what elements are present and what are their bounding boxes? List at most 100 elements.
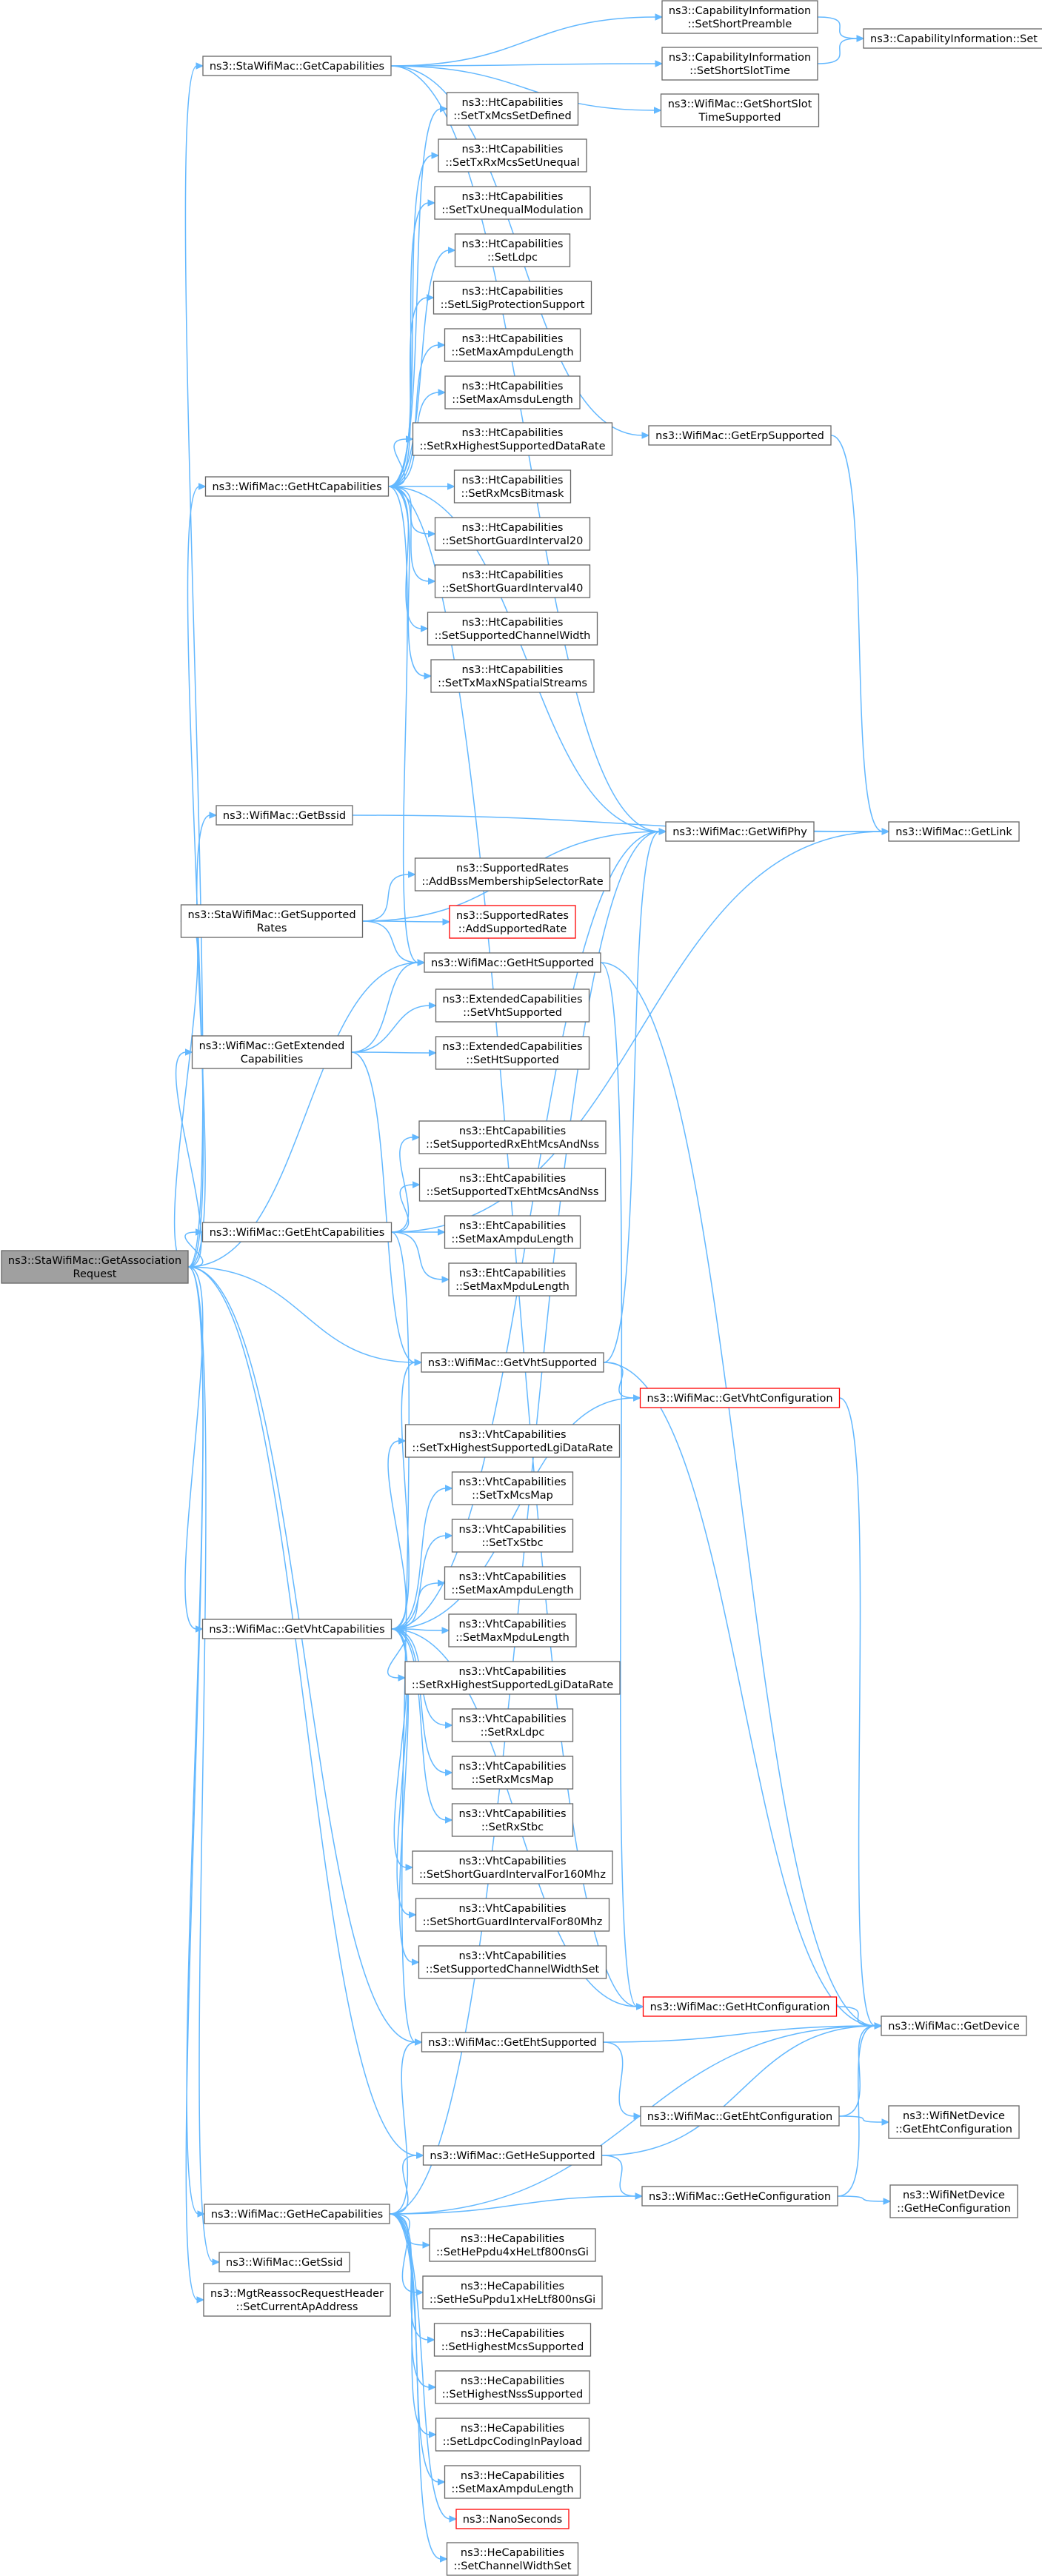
edge-arrowhead — [412, 1134, 421, 1141]
node-vhtRxHighest[interactable]: ns3::VhtCapabilities::SetRxHighestSuppor… — [404, 1661, 621, 1695]
node-label: ::SetShortSlotTime — [689, 65, 790, 77]
node-getVhtSup[interactable]: ns3::WifiMac::GetVhtSupported — [421, 1352, 604, 1373]
node-capSetShortPre[interactable]: ns3::CapabilityInformation::SetShortPrea… — [661, 0, 818, 34]
node-getBssid[interactable]: ns3::WifiMac::GetBssid — [216, 805, 353, 826]
node-htMaxAmsdu[interactable]: ns3::HtCapabilities::SetMaxAmsduLength — [444, 375, 581, 409]
node-srAddBss[interactable]: ns3::SupportedRates::AddBssMembershipSel… — [414, 857, 611, 891]
edge-arrowhead — [422, 2241, 431, 2249]
node-label: ns3::WifiMac::GetErpSupported — [655, 430, 824, 442]
node-label: ns3::HtCapabilities — [462, 427, 564, 439]
edge-arrowhead — [398, 1674, 407, 1682]
edge-getHeCaps-to-heChWidth — [389, 2213, 441, 2560]
node-vhtSgi160[interactable]: ns3::VhtCapabilities::SetShortGuardInter… — [412, 1850, 613, 1884]
node-label: ns3::StaWifiMac::GetAssociation — [8, 1255, 181, 1267]
node-vhtRxMcs[interactable]: ns3::VhtCapabilities::SetRxMcsMap — [451, 1756, 574, 1790]
node-ehtAmpdu[interactable]: ns3::EhtCapabilities::SetMaxAmpduLength — [444, 1215, 581, 1249]
node-getHeConf[interactable]: ns3::WifiMac::GetHeConfiguration — [641, 2186, 838, 2207]
node-label: ns3::HeCapabilities — [461, 2547, 564, 2559]
edge-getHtSup-to-getHtConf — [600, 962, 638, 2007]
edge-getVhtCaps-to-vhtChWidth — [391, 1628, 413, 1963]
node-getSsid[interactable]: ns3::WifiMac::GetSsid — [218, 2252, 350, 2272]
node-htTxMaxNss[interactable]: ns3::HtCapabilities::SetTxMaxNSpatialStr… — [430, 659, 595, 693]
node-label: ns3::HtCapabilities — [462, 475, 564, 486]
node-heHePpdu[interactable]: ns3::HeCapabilities::SetHePpdu4xHeLtf800… — [429, 2228, 596, 2262]
node-htTxMcsDef[interactable]: ns3::HtCapabilities::SetTxMcsSetDefined — [446, 92, 579, 126]
node-vhtAmpdu[interactable]: ns3::VhtCapabilities::SetMaxAmpduLength — [444, 1566, 581, 1600]
edge-arrowhead — [654, 107, 662, 114]
node-box — [648, 425, 832, 446]
node-heMcs[interactable]: ns3::HeCapabilities::SetHighestMcsSuppor… — [433, 2323, 592, 2357]
node-vhtRxStbc[interactable]: ns3::VhtCapabilities::SetRxStbc — [451, 1803, 574, 1837]
node-htTxRxUneq[interactable]: ns3::HtCapabilities::SetTxRxMcsSetUnequa… — [438, 138, 587, 173]
node-vhtRxLdpc[interactable]: ns3::VhtCapabilities::SetRxLdpc — [451, 1708, 574, 1742]
node-label: ns3::WifiNetDevice — [903, 2110, 1005, 2122]
node-getLink[interactable]: ns3::WifiMac::GetLink — [888, 821, 1020, 842]
node-getHtSup[interactable]: ns3::WifiMac::GetHtSupported — [424, 952, 601, 973]
edge-root-to-getCaps — [184, 65, 204, 1268]
node-box — [881, 2015, 1027, 2036]
edge-arrowhead — [635, 2192, 644, 2200]
node-setCurAp[interactable]: ns3::MgtReassocRequestHeader::SetCurrent… — [203, 2283, 391, 2317]
node-getEhtConf[interactable]: ns3::WifiMac::GetEhtConfiguration — [640, 2106, 840, 2127]
node-capSetShortSlot[interactable]: ns3::CapabilityInformation::SetShortSlot… — [661, 47, 818, 81]
node-htRxBitmask[interactable]: ns3::HtCapabilities::SetRxMcsBitmask — [453, 469, 572, 504]
node-getHeCaps[interactable]: ns3::WifiMac::GetHeCapabilities — [204, 2204, 390, 2224]
node-label: Rates — [257, 923, 287, 934]
node-heChWidth[interactable]: ns3::HeCapabilities::SetChannelWidthSet — [446, 2542, 579, 2576]
node-box — [451, 1471, 574, 1505]
node-getVhtCaps[interactable]: ns3::WifiMac::GetVhtCapabilities — [201, 1619, 393, 1639]
node-htMaxAmpdu[interactable]: ns3::HtCapabilities::SetMaxAmpduLength — [444, 328, 581, 362]
edge-arrowhead — [636, 2003, 644, 2010]
node-vhtTxHighest[interactable]: ns3::VhtCapabilities::SetTxHighestSuppor… — [404, 1424, 621, 1458]
node-getHtConf[interactable]: ns3::WifiMac::GetHtConfiguration — [642, 1996, 838, 2017]
node-htLSig[interactable]: ns3::HtCapabilities::SetLSigProtectionSu… — [433, 281, 592, 315]
node-getEhtSup[interactable]: ns3::WifiMac::GetEhtSupported — [421, 2032, 604, 2053]
node-getHtCaps[interactable]: ns3::WifiMac::GetHtCapabilities — [204, 476, 390, 497]
node-ndHeConf[interactable]: ns3::WifiNetDevice::GetHeConfiguration — [889, 2184, 1018, 2218]
node-heLdpc[interactable]: ns3::HeCapabilities::SetLdpcCodingInPayl… — [435, 2418, 590, 2452]
node-heAmpdu[interactable]: ns3::HeCapabilities::SetMaxAmpduLength — [444, 2465, 581, 2499]
node-label: ::SetRxHighestSupportedLgiDataRate — [412, 1679, 613, 1691]
edge-getEhtSup-to-getDevice — [603, 2025, 876, 2043]
node-getErp[interactable]: ns3::WifiMac::GetErpSupported — [648, 425, 832, 446]
node-heHeSu[interactable]: ns3::HeCapabilities::SetHeSuPpdu1xHeLtf8… — [422, 2275, 603, 2309]
node-vhtTxStbc[interactable]: ns3::VhtCapabilities::SetTxStbc — [451, 1519, 574, 1553]
node-getCaps[interactable]: ns3::StaWifiMac::GetCapabilities — [202, 56, 392, 76]
node-getHeSup[interactable]: ns3::WifiMac::GetHeSupported — [422, 2145, 603, 2166]
node-vhtTxMcs[interactable]: ns3::VhtCapabilities::SetTxMcsMap — [451, 1471, 574, 1505]
node-getWifiPhy[interactable]: ns3::WifiMac::GetWifiPhy — [665, 821, 815, 842]
node-box — [415, 1898, 610, 1932]
node-label: ns3::WifiMac::GetWifiPhy — [672, 826, 807, 838]
node-ehtRx[interactable]: ns3::EhtCapabilities::SetSupportedRxEhtM… — [418, 1120, 607, 1154]
node-heNss[interactable]: ns3::HeCapabilities::SetHighestNssSuppor… — [435, 2370, 590, 2404]
node-htChWidth[interactable]: ns3::HtCapabilities::SetSupportedChannel… — [427, 612, 598, 646]
edge-arrowhead — [414, 1359, 423, 1366]
edge-arrowhead — [655, 13, 664, 21]
node-htSgi40[interactable]: ns3::HtCapabilities::SetShortGuardInterv… — [434, 564, 591, 598]
node-nanoSec[interactable]: ns3::NanoSeconds — [455, 2509, 570, 2529]
node-vhtChWidth[interactable]: ns3::VhtCapabilities::SetSupportedChanne… — [418, 1945, 607, 1979]
node-vhtSgi80[interactable]: ns3::VhtCapabilities::SetShortGuardInter… — [415, 1898, 610, 1932]
edge-root-to-getHtCaps — [187, 486, 204, 1268]
node-extVht[interactable]: ns3::ExtendedCapabilities::SetVhtSupport… — [435, 988, 590, 1023]
node-getVhtConf[interactable]: ns3::WifiMac::GetVhtConfiguration — [639, 1388, 841, 1408]
node-getEhtCaps[interactable]: ns3::WifiMac::GetEhtCapabilities — [201, 1222, 393, 1242]
node-label: ::SetMaxMpduLength — [455, 1281, 570, 1293]
node-ehtTx[interactable]: ns3::EhtCapabilities::SetSupportedTxEhtM… — [418, 1168, 607, 1202]
node-ndEhtConf[interactable]: ns3::WifiNetDevice::GetEhtConfiguration — [888, 2105, 1020, 2139]
node-htLdpc[interactable]: ns3::HtCapabilities::SetLdpc — [454, 233, 571, 267]
node-getDevice[interactable]: ns3::WifiMac::GetDevice — [881, 2015, 1027, 2036]
node-ehtMpdu[interactable]: ns3::EhtCapabilities::SetMaxMpduLength — [448, 1262, 577, 1297]
node-htTxUneqMod[interactable]: ns3::HtCapabilities::SetTxUnequalModulat… — [434, 186, 591, 220]
node-htRxHighest[interactable]: ns3::HtCapabilities::SetRxHighestSupport… — [412, 422, 613, 456]
node-srAddRate[interactable]: ns3::SupportedRates::AddSupportedRate — [449, 905, 576, 939]
node-extHt[interactable]: ns3::ExtendedCapabilities::SetHtSupporte… — [435, 1036, 590, 1070]
node-htSgi20[interactable]: ns3::HtCapabilities::SetShortGuardInterv… — [434, 517, 591, 551]
node-capSet[interactable]: ns3::CapabilityInformation::Set — [863, 28, 1042, 49]
node-label: ::SetVhtSupported — [463, 1007, 562, 1019]
node-vhtMpdu[interactable]: ns3::VhtCapabilities::SetMaxMpduLength — [448, 1613, 577, 1647]
